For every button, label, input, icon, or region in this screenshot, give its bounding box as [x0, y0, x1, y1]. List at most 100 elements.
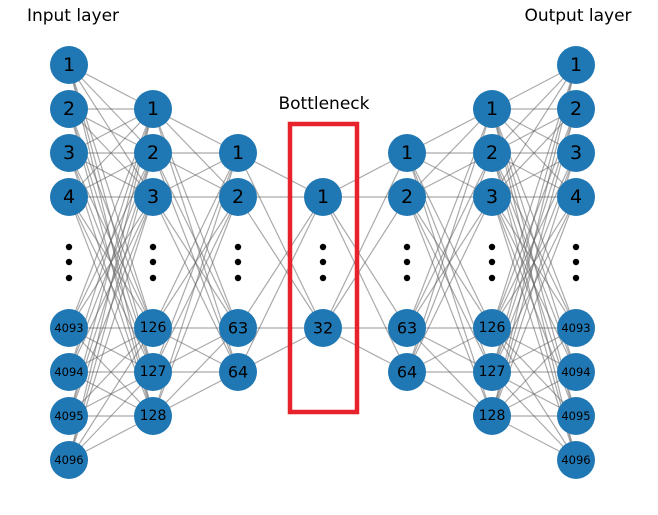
- neuron-dec2: 127: [473, 353, 511, 391]
- connection-line: [491, 64, 577, 154]
- neuron-label: 1: [63, 54, 75, 76]
- neuron-enc1: 2: [134, 134, 172, 172]
- neuron-label: 4094: [54, 365, 83, 379]
- connection-line: [237, 196, 324, 373]
- ellipsis-dot: [149, 243, 157, 251]
- neuron-input: 2: [50, 90, 88, 128]
- neuron-label: 32: [313, 319, 333, 338]
- neuron-label: 1: [401, 142, 413, 164]
- ellipsis-dot: [572, 258, 580, 266]
- ellipsis-dot: [572, 274, 580, 282]
- connection-line: [152, 152, 239, 329]
- neuron-circle: [50, 397, 88, 435]
- neuron-output: 4094: [557, 353, 595, 391]
- neuron-circle: [388, 134, 426, 172]
- neuron-input: 4094: [50, 353, 88, 391]
- neuron-circle: [557, 90, 595, 128]
- neuron-input: 1: [50, 46, 88, 84]
- neuron-label: 128: [479, 408, 506, 424]
- connection-line: [237, 196, 324, 329]
- connection-line: [491, 64, 577, 417]
- neuron-circle: [473, 397, 511, 435]
- neuron-input: 4093: [50, 309, 88, 347]
- neuron-dec2: 2: [473, 134, 511, 172]
- neuron-circle: [134, 397, 172, 435]
- neuron-circle: [473, 90, 511, 128]
- neuron-input: 4096: [50, 441, 88, 479]
- neuron-circle: [134, 309, 172, 347]
- neurons: 1234409340944095409612312612712812636413…: [50, 46, 595, 479]
- neuron-enc2: 2: [219, 178, 257, 216]
- neuron-label: 2: [147, 142, 159, 164]
- neuron-circle: [473, 178, 511, 216]
- connection-line: [237, 152, 324, 329]
- neuron-label: 2: [401, 186, 413, 208]
- neuron-circle: [219, 353, 257, 391]
- neuron-label: 1: [317, 186, 329, 208]
- neuron-label: 4094: [561, 365, 590, 379]
- neuron-circle: [134, 134, 172, 172]
- neuron-circle: [304, 178, 342, 216]
- neuron-label: 63: [228, 319, 248, 338]
- bottleneck-label: Bottleneck: [278, 94, 369, 114]
- neuron-circle: [304, 309, 342, 347]
- neuron-label: 1: [486, 98, 498, 120]
- ellipsis-dot: [65, 243, 73, 251]
- input-layer-label: Input layer: [27, 6, 119, 26]
- ellipsis-dot: [149, 274, 157, 282]
- neuron-circle: [50, 134, 88, 172]
- neuron-label: 2: [63, 98, 75, 120]
- connection-line: [322, 196, 408, 329]
- neuron-label: 4093: [561, 321, 590, 335]
- ellipsis-dot: [403, 258, 411, 266]
- neuron-circle: [473, 353, 511, 391]
- neuron-dec1: 64: [388, 353, 426, 391]
- neuron-circle: [50, 353, 88, 391]
- neuron-circle: [219, 178, 257, 216]
- neuron-circle: [388, 353, 426, 391]
- neuron-circle: [557, 397, 595, 435]
- neuron-circle: [134, 353, 172, 391]
- ellipsis-dot: [234, 274, 242, 282]
- neuron-circle: [557, 134, 595, 172]
- connection-line: [68, 108, 154, 198]
- neuron-label: 126: [479, 320, 506, 336]
- neuron-output: 4: [557, 178, 595, 216]
- neuron-dec1: 2: [388, 178, 426, 216]
- ellipsis-dot: [403, 274, 411, 282]
- ellipsis-dot: [319, 274, 327, 282]
- neuron-dec1: 1: [388, 134, 426, 172]
- connection-line: [152, 327, 239, 417]
- neuron-bottleneck: 1: [304, 178, 342, 216]
- connection-line: [68, 371, 154, 461]
- neuron-circle: [473, 309, 511, 347]
- neuron-label: 4095: [54, 409, 83, 423]
- neuron-output: 4096: [557, 441, 595, 479]
- output-layer-label: Output layer: [524, 6, 631, 26]
- neuron-label: 1: [232, 142, 244, 164]
- connection-line: [491, 64, 577, 198]
- neuron-label: 2: [232, 186, 244, 208]
- neuron-label: 64: [228, 363, 248, 382]
- neuron-enc1: 126: [134, 309, 172, 347]
- neuron-enc2: 1: [219, 134, 257, 172]
- connection-line: [322, 196, 408, 373]
- neuron-circle: [473, 134, 511, 172]
- neuron-circle: [50, 90, 88, 128]
- neuron-label: 2: [486, 142, 498, 164]
- neuron-circle: [50, 178, 88, 216]
- neuron-circle: [50, 46, 88, 84]
- neuron-circle: [134, 90, 172, 128]
- neuron-label: 4096: [561, 453, 590, 467]
- neuron-dec2: 1: [473, 90, 511, 128]
- neuron-label: 3: [570, 142, 582, 164]
- neuron-label: 1: [147, 98, 159, 120]
- neuron-circle: [50, 441, 88, 479]
- neuron-label: 4: [570, 186, 582, 208]
- neuron-enc2: 64: [219, 353, 257, 391]
- neuron-circle: [388, 309, 426, 347]
- ellipsis-dot: [149, 258, 157, 266]
- neuron-label: 4096: [54, 453, 83, 467]
- connection-line: [406, 108, 493, 198]
